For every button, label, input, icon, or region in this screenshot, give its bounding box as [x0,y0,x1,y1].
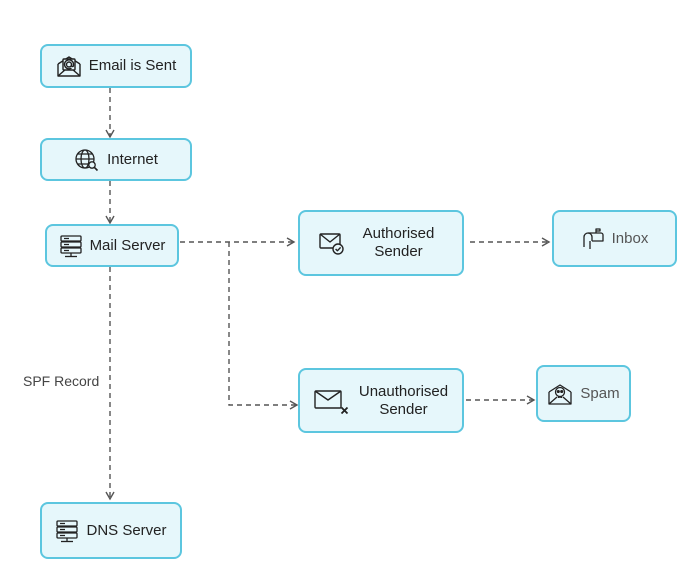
mailbox-icon [581,227,605,251]
node-inbox-label: Inbox [611,229,649,247]
node-dns-server-label: DNS Server [86,521,167,539]
server-icon [55,519,79,543]
edge-label-spf-record: SPF Record [22,373,101,389]
node-internet-label: Internet [107,150,158,168]
node-email-sent[interactable]: Email is Sent [40,44,192,88]
envelope-skull-icon [547,382,573,406]
node-inbox[interactable]: Inbox [552,210,677,267]
envelope-x-icon [313,387,351,415]
globe-search-icon [74,148,100,172]
server-icon [59,234,83,258]
node-authorised-sender-label: Authorised Sender [362,225,435,260]
node-internet[interactable]: Internet [40,138,192,181]
node-dns-server[interactable]: DNS Server [40,502,182,559]
node-mail-server-label: Mail Server [89,236,166,254]
node-spam-label: Spam [580,384,620,402]
node-unauthorised-sender-label: Unauthorised Sender [358,382,449,418]
node-spam[interactable]: Spam [536,365,631,422]
node-unauthorised-sender[interactable]: Unauthorised Sender [298,368,464,433]
envelope-at-icon [56,54,82,78]
node-authorised-sender[interactable]: Authorised Sender [298,210,464,276]
edge-mailserver-to-unauthorised [228,242,299,410]
node-mail-server[interactable]: Mail Server [45,224,179,267]
envelope-check-icon [318,230,346,256]
node-email-sent-label: Email is Sent [88,57,177,74]
